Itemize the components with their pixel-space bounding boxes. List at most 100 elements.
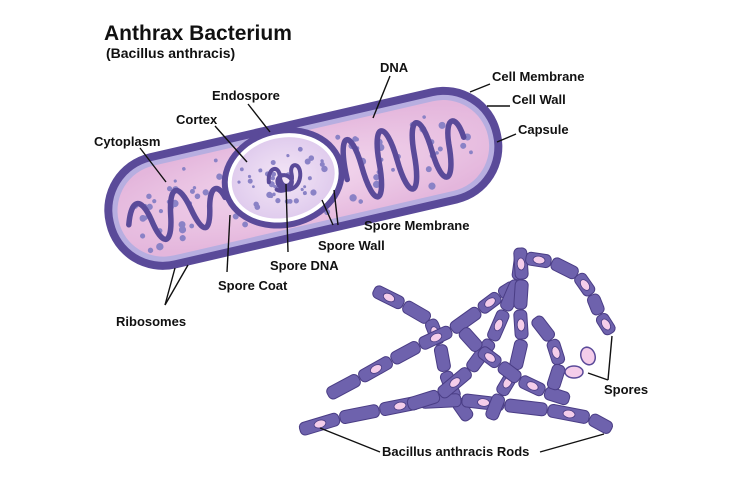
rod-segment <box>588 413 614 434</box>
rod-segment <box>518 375 546 397</box>
rod-segment <box>547 403 590 424</box>
rod-spore <box>382 292 396 303</box>
ribosome <box>460 142 467 149</box>
ribosome <box>373 174 380 181</box>
rod-segment <box>574 272 596 297</box>
ribosome <box>194 193 201 200</box>
rod-segment <box>513 247 529 280</box>
diagram-title: Anthrax Bacterium <box>104 22 292 45</box>
spore-ribosome <box>237 180 241 184</box>
spore-ribosome <box>303 185 307 189</box>
rod-segment <box>390 340 421 365</box>
rod-spore <box>313 419 327 429</box>
spore-ribosome <box>272 192 276 197</box>
ribosome <box>147 247 154 254</box>
spore-ribosome <box>247 178 253 184</box>
spore-ribosome <box>258 168 263 173</box>
rod-segment <box>586 293 605 316</box>
rod-spore <box>484 352 496 363</box>
spore-ribosome <box>293 198 299 204</box>
leader-lines <box>139 75 517 306</box>
ribosome <box>178 226 187 234</box>
label-spores: Spores <box>604 382 648 397</box>
rod-segment <box>595 312 616 336</box>
ribosome <box>179 235 186 242</box>
spore-ribosome <box>297 146 303 152</box>
dna-strand-right <box>340 118 467 200</box>
label-spore-dna: Spore DNA <box>270 258 339 273</box>
rod-segment <box>550 257 579 280</box>
ribosome <box>173 179 177 183</box>
ribosome <box>428 182 436 190</box>
spore-ribosome <box>321 165 328 173</box>
label-cell-wall: Cell Wall <box>512 92 566 107</box>
rod-segment <box>437 367 472 399</box>
rod-spore <box>516 257 526 271</box>
ribosome <box>437 146 443 152</box>
ribosome <box>469 150 473 155</box>
rod-chains <box>298 247 616 436</box>
ribosome <box>242 221 249 228</box>
label-spore-wall: Spore Wall <box>318 238 385 253</box>
rod-segment <box>298 412 341 436</box>
rod-spore <box>579 279 591 291</box>
ribosome <box>146 193 152 200</box>
rod-segment <box>339 404 380 424</box>
rod-segment <box>513 279 529 310</box>
rod-segment <box>546 363 566 391</box>
label-cortex: Cortex <box>176 112 218 127</box>
rod-segment <box>358 356 393 383</box>
spore-ribosome <box>239 167 244 172</box>
rod-segment <box>497 361 522 384</box>
spore-ribosome <box>307 176 312 181</box>
rod-segment <box>449 306 482 334</box>
ribosome <box>189 188 195 194</box>
rod-spore <box>526 381 539 391</box>
rod-spore <box>493 318 504 332</box>
ribosome <box>156 242 164 251</box>
label-cytoplasm: Cytoplasm <box>94 134 160 149</box>
spore-ribosome <box>286 154 290 158</box>
ribosome <box>335 134 341 140</box>
ribosome <box>438 121 446 129</box>
spore-dna-coil <box>266 163 303 193</box>
ribosome <box>372 180 381 189</box>
rod-segment <box>458 327 483 353</box>
ribosome <box>202 189 209 196</box>
dna-strand-left <box>126 185 228 243</box>
rod-segment <box>546 338 566 366</box>
ribosome <box>189 223 195 229</box>
rod-segment <box>513 309 529 340</box>
ribosome <box>391 167 395 172</box>
free-spore <box>579 346 597 366</box>
rod-spore <box>551 346 561 359</box>
label-ribosomes: Ribosomes <box>116 314 186 329</box>
ribosome <box>213 158 218 163</box>
ribosome <box>435 151 439 155</box>
rod-segment <box>433 344 451 372</box>
label-dna: DNA <box>380 60 409 75</box>
rod-spore <box>601 318 611 331</box>
rod-spore <box>449 377 461 388</box>
rod-spore <box>370 364 382 374</box>
rod-segment <box>487 309 510 342</box>
rod-segment <box>406 389 441 411</box>
label-capsule: Capsule <box>518 122 569 137</box>
free-spore <box>564 365 584 379</box>
ribosome <box>349 194 357 202</box>
rod-segment <box>525 251 552 269</box>
rod-segment <box>477 346 502 369</box>
rod-segment <box>543 386 571 406</box>
rod-segment <box>372 285 405 310</box>
ribosome <box>139 233 146 239</box>
ribosome <box>192 186 197 190</box>
diagram-subtitle: (Bacillus anthracis) <box>106 45 235 61</box>
rod-spore <box>429 332 443 343</box>
spore-ribosome <box>302 191 307 196</box>
spore-ribosome <box>252 185 255 189</box>
rod-segment <box>485 393 506 421</box>
ribosome <box>182 167 186 171</box>
ribosome <box>166 186 173 192</box>
ribosome <box>354 137 359 142</box>
